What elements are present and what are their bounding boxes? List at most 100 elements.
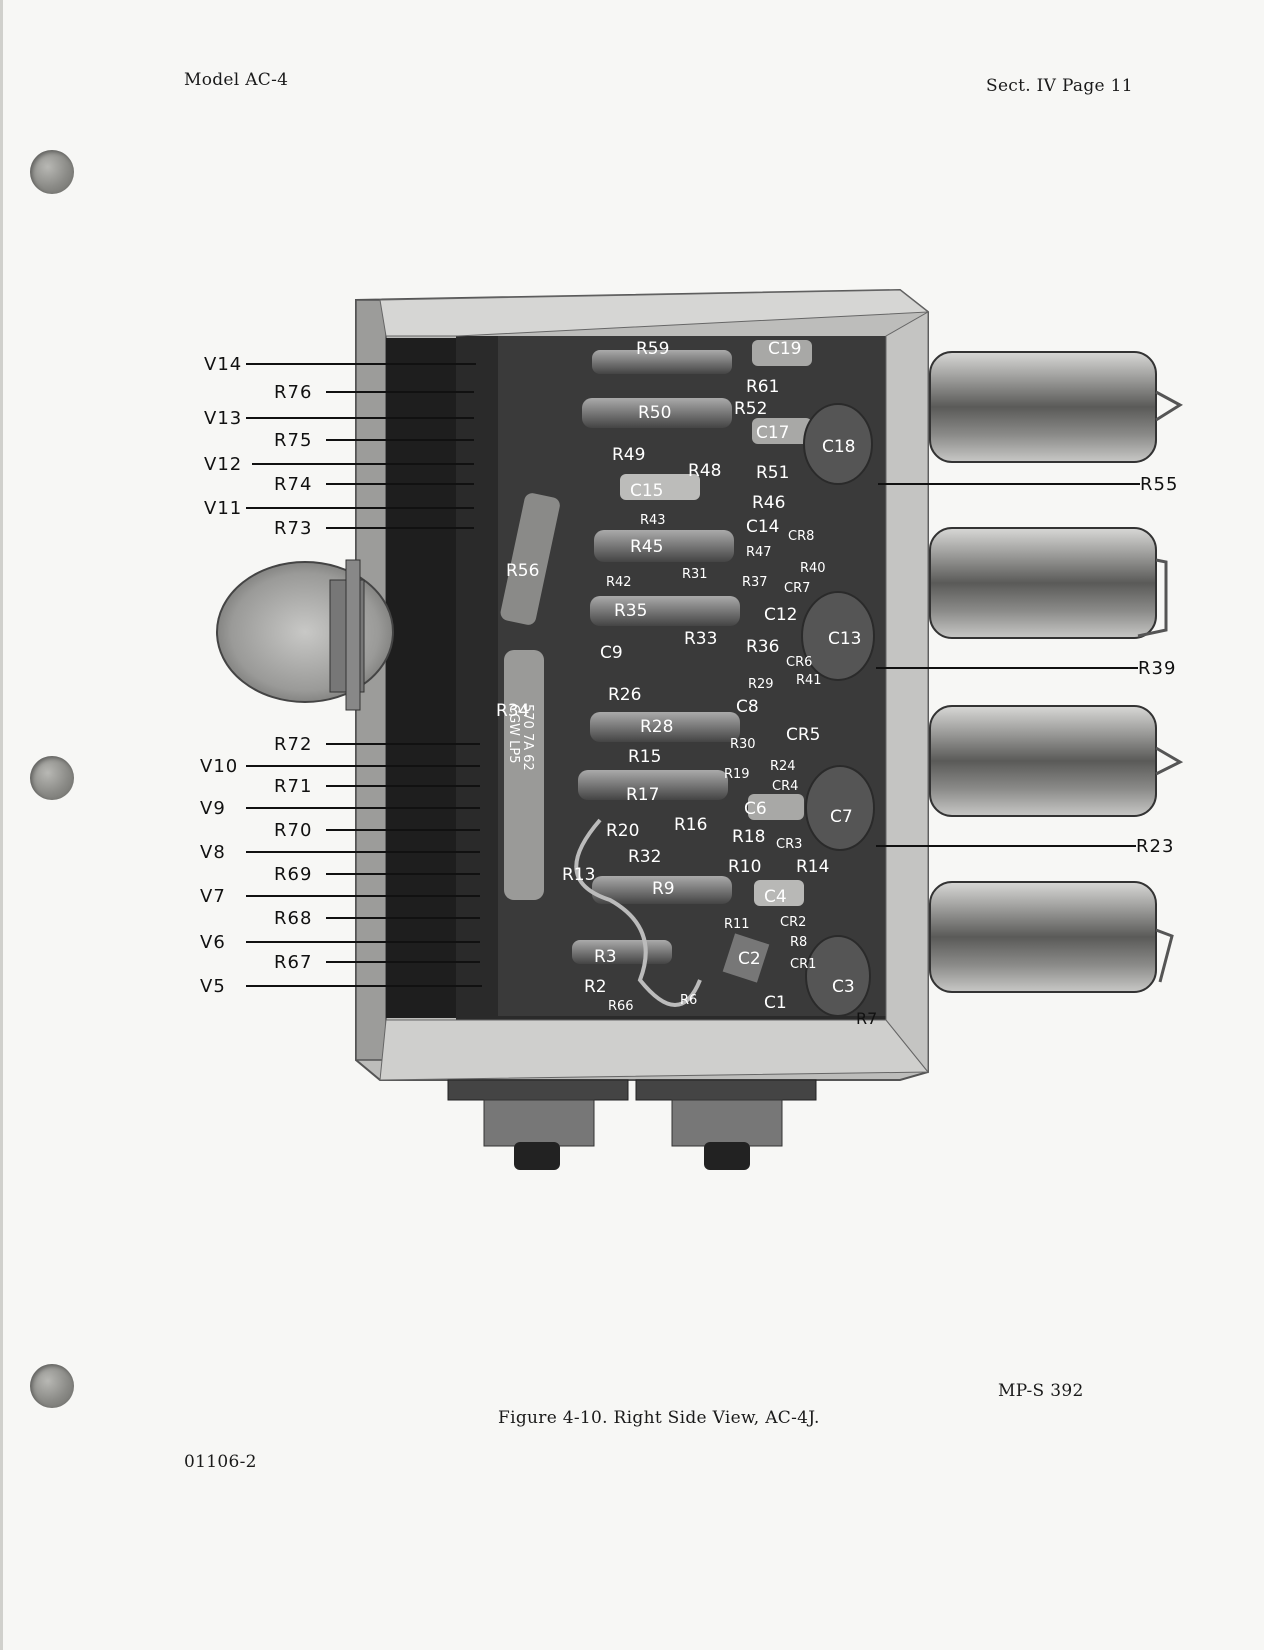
board-label-r33: R33 — [684, 629, 717, 649]
board-label-cr7: CR7 — [784, 581, 810, 596]
board-label-r24: R24 — [770, 759, 796, 774]
board-label-r48: R48 — [688, 461, 721, 481]
callout-r39: R39 — [1138, 658, 1176, 679]
board-label-cr1: CR1 — [790, 957, 816, 972]
left-leader-lines — [246, 363, 482, 987]
board-label-c3: C3 — [832, 977, 855, 997]
board-label-c7: C7 — [830, 807, 853, 827]
board-label-r20: R20 — [606, 821, 639, 841]
binder-hole-top — [30, 150, 74, 194]
board-label-r35: R35 — [614, 601, 647, 621]
board-label-cr5: CR5 — [786, 725, 821, 745]
vacuum-tubes — [929, 351, 1184, 993]
callout-r55: R55 — [1140, 474, 1178, 495]
callout-r68: R68 — [274, 908, 312, 929]
board-label-r42: R42 — [606, 575, 632, 590]
board-label-r18: R18 — [732, 827, 765, 847]
callout-r76: R76 — [274, 382, 312, 403]
callout-v11: V11 — [204, 498, 242, 519]
board-label-r46: R46 — [752, 493, 785, 513]
callout-v5: V5 — [200, 976, 226, 997]
callout-r72: R72 — [274, 734, 312, 755]
board-label-c6: C6 — [744, 799, 767, 819]
callout-v6: V6 — [200, 932, 226, 953]
right-leader-lines — [876, 483, 1140, 847]
board-label-r34: R34 — [496, 701, 529, 721]
board-label-r47: R47 — [746, 545, 772, 560]
board-label-r8: R8 — [790, 935, 807, 950]
board-label-r7: R7 — [856, 1009, 877, 1028]
board-label-r41: R41 — [796, 673, 822, 688]
board-label-r19: R19 — [724, 767, 750, 782]
callout-v14: V14 — [204, 354, 242, 375]
board-label-r59: R59 — [636, 339, 669, 359]
bottom-connectors — [447, 1079, 817, 1170]
board-components — [500, 340, 875, 1017]
binder-hole-bottom — [30, 1364, 74, 1408]
callout-r75: R75 — [274, 430, 312, 451]
vacuum-tube-1 — [929, 351, 1183, 463]
board-label-r49: R49 — [612, 445, 645, 465]
board-label-r45: R45 — [630, 537, 663, 557]
board-label-r6: R6 — [680, 993, 697, 1008]
board-label-r3: R3 — [594, 947, 617, 967]
board-label-r66: R66 — [608, 999, 634, 1014]
doc-code: MP-S 392 — [998, 1381, 1084, 1401]
board-label-c13: C13 — [828, 629, 862, 649]
board-label-c17: C17 — [756, 423, 790, 443]
board-label-cr8: CR8 — [788, 529, 814, 544]
part-number: 01106-2 — [184, 1452, 257, 1472]
board-label-c4: C4 — [764, 887, 787, 907]
board-label-c19: C19 — [768, 339, 802, 359]
board-label-c18: C18 — [822, 437, 856, 457]
board-label-r9: R9 — [652, 879, 675, 899]
callout-r69: R69 — [274, 864, 312, 885]
callout-r71: R71 — [274, 776, 312, 797]
callout-v10: V10 — [200, 756, 238, 777]
board-label-c14: C14 — [746, 517, 780, 537]
callout-r23: R23 — [1136, 836, 1174, 857]
callout-r73: R73 — [274, 518, 312, 539]
board-label-r50: R50 — [638, 403, 671, 423]
board-label-r31: R31 — [682, 567, 708, 582]
left-callouts: V14 R76 V13 R75 V12 R74 V11 R73 R72 V10 … — [200, 354, 312, 997]
board-label-r15: R15 — [628, 747, 661, 767]
callout-v13: V13 — [204, 408, 242, 429]
callout-r67: R67 — [274, 952, 312, 973]
board-label-r11: R11 — [724, 917, 750, 932]
board-label-cr6: CR6 — [786, 655, 812, 670]
board-label-c8: C8 — [736, 697, 759, 717]
callout-v8: V8 — [200, 842, 226, 863]
board-labels: R59 C19 R61 R50 R52 C17 C18 R49 R48 R51 … — [496, 339, 877, 1028]
callout-v9: V9 — [200, 798, 226, 819]
board-label-r30: R30 — [730, 737, 756, 752]
callout-v12: V12 — [204, 454, 242, 475]
board-label-r16: R16 — [674, 815, 707, 835]
board-label-c2: C2 — [738, 949, 761, 969]
board-label-r36: R36 — [746, 637, 779, 657]
board-label-r13: R13 — [562, 865, 595, 885]
board-label-r29: R29 — [748, 677, 774, 692]
callout-r74: R74 — [274, 474, 312, 495]
board-label-r17: R17 — [626, 785, 659, 805]
page-edge — [0, 0, 3, 1650]
model-header: Model AC-4 — [184, 70, 289, 90]
callout-v7: V7 — [200, 886, 226, 907]
board-label-r10: R10 — [728, 857, 761, 877]
indicator-lamp — [216, 559, 394, 711]
callout-r70: R70 — [274, 820, 312, 841]
board-label-r26: R26 — [608, 685, 641, 705]
board-label-r51: R51 — [756, 463, 789, 483]
board-label-cr3: CR3 — [776, 837, 802, 852]
binder-hole-middle — [30, 756, 74, 800]
board-label-c1: C1 — [764, 993, 787, 1013]
board-label-r32: R32 — [628, 847, 661, 867]
board-label-r2: R2 — [584, 977, 607, 997]
board-label-r14: R14 — [796, 857, 829, 877]
board-label-r28: R28 — [640, 717, 673, 737]
board-label-cr4: CR4 — [772, 779, 798, 794]
board-label-c9: C9 — [600, 643, 623, 663]
board-label-r61: R61 — [746, 377, 779, 397]
vacuum-tube-2 — [929, 527, 1168, 639]
